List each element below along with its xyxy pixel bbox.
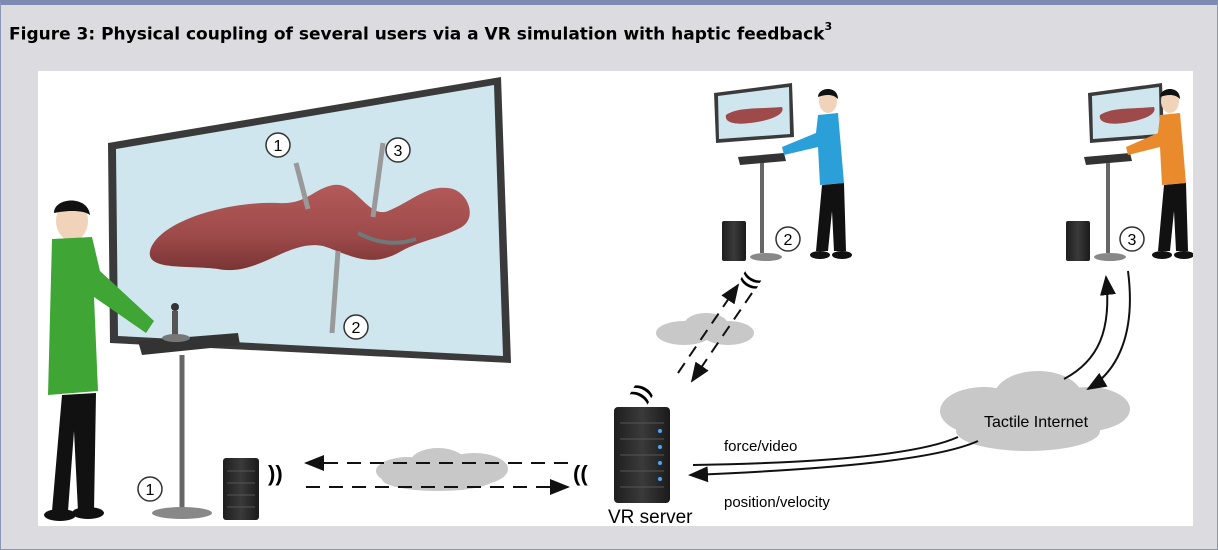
tool-marker-3: 3 [394,143,403,160]
user-2-shoe [810,251,830,259]
user-1: 1 [44,200,240,521]
tool-1 [293,162,311,210]
user-1-shirt [48,237,154,395]
station-marker-3-circle [1119,226,1145,252]
haptic-stand-base [152,507,212,519]
network-cloud-middle [656,313,754,345]
user-2-stand-base [750,253,782,261]
caption-text: Figure 3: Physical coupling of several u… [9,24,825,45]
position-velocity-label: position/velocity [724,494,830,511]
tactile-internet-label: Tactile Internet [984,414,1089,431]
server-led [658,445,662,449]
network-cloud-left [376,448,508,491]
user-3-hair [1160,89,1180,99]
user-1-hair [54,200,90,215]
tool-marker-2: 2 [352,320,361,337]
station-marker-3: 3 [1128,232,1137,249]
tool-marker-3-circle [385,137,411,163]
link-arrow-to-user2 [677,283,740,374]
user-2-organ [725,107,783,124]
link-arrow-position-velocity [688,440,979,483]
user-1-shoe-left [44,509,76,521]
user-2-shirt [782,113,844,185]
force-video-label: force/video [724,438,797,455]
haptic-device-arm [172,311,178,337]
user-3-shoe [1152,251,1172,259]
user-1-shoe-right [72,507,104,519]
user-1-legs [52,393,96,511]
tool-marker-1: 1 [274,138,283,155]
tool-2 [329,250,341,334]
station-marker-2-circle [775,226,801,252]
local-server-1-body [223,458,259,520]
cloud-puff [956,411,1100,451]
link-arrow-to-user3 [1063,275,1116,380]
tool-marker-1-circle [265,132,291,158]
user-2-local-server [722,221,746,261]
cloud-puff [382,467,494,491]
user-2: 2 )) [714,83,852,293]
tool-3 [370,142,386,218]
user-2-legs [816,183,846,251]
diagram-svg: 1 3 2 [44,77,1193,526]
haptic-device-tip [171,303,179,311]
user-2-signal-icon: )) [738,271,764,294]
user-2-stand-top [738,153,786,165]
user-3-stand-base [1094,253,1126,261]
user-2-hair [818,89,838,99]
server-led [658,461,662,465]
user-3-shirt [1126,113,1186,185]
server-led [658,429,662,433]
figure-caption: Figure 3: Physical coupling of several u… [9,20,833,45]
station-marker-1-circle [137,476,163,502]
user-3-organ [1099,107,1155,124]
user-3: 3 [1066,83,1193,261]
diagram-panel: 1 3 2 [38,71,1193,526]
user-3-shoe [1174,251,1193,259]
link-line-force-video [692,436,959,466]
haptic-stand-top [138,333,240,355]
wireless-signal-icon: )) [268,461,283,486]
organ-model [149,184,470,271]
local-server-1: )) [223,458,283,520]
user-3-local-server [1066,221,1090,261]
cloud-puff [702,321,754,345]
link-arrow-from-user3 [1086,270,1131,391]
user-2-shoe [832,251,852,259]
haptic-device-base [162,334,190,342]
organ-groove [357,231,417,245]
caption-footnote: 3 [824,20,833,33]
vr-server: (( )) VR server [573,380,693,526]
station-marker-2: 2 [784,232,793,249]
user-3-stand-top [1084,153,1132,165]
link-arrow-from-user2 [690,292,753,383]
vr-server-label: VR server [608,507,693,526]
tool-marker-2-circle [343,314,369,340]
large-display: 1 3 2 [108,77,511,363]
tactile-internet-cloud: Tactile Internet [940,371,1130,451]
vr-server-signal-left-icon: (( [573,461,588,486]
user-3-legs [1158,183,1188,251]
vr-server-signal-up-icon: )) [626,380,655,405]
station-marker-1: 1 [146,482,155,499]
server-led [658,477,662,481]
